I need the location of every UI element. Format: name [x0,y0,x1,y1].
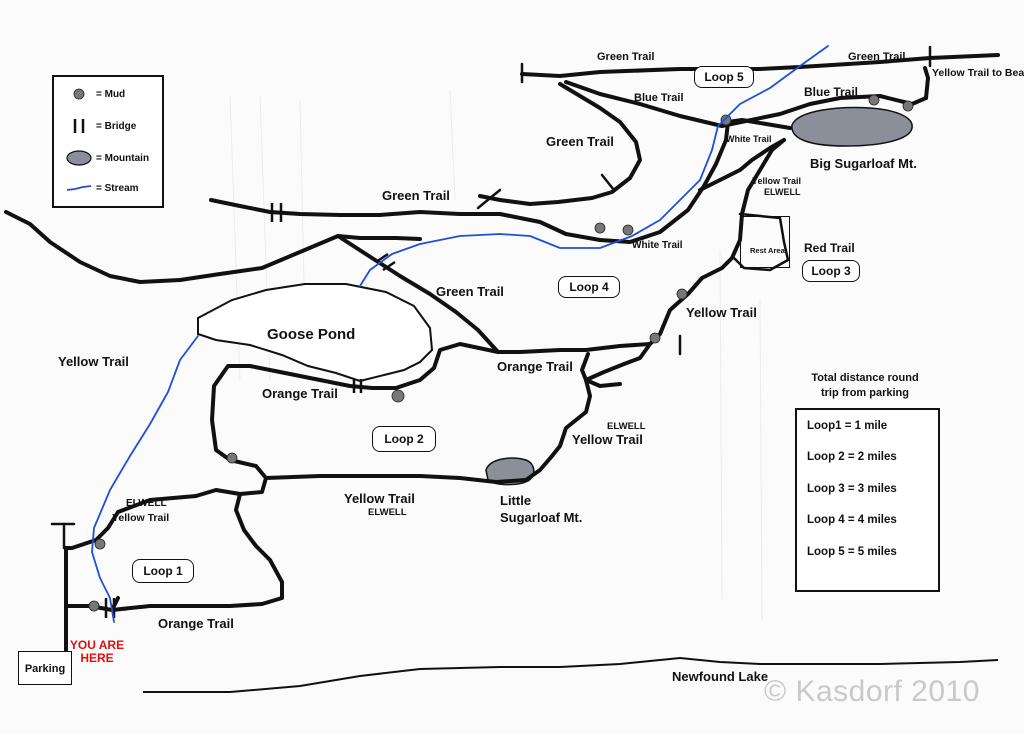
label-elwell-left: ELWELL [126,498,167,509]
label-orange-trail-left: Orange Trail [262,386,338,401]
label-little-sugarloaf-2: Sugarloaf Mt. [500,510,582,525]
mud-markers [88,94,914,612]
stream-icon [64,183,94,193]
distance-title-line1: Total distance round [811,372,919,384]
label-green-trail-mid: Green Trail [546,134,614,149]
distance-item-loop1: Loop1 = 1 mile [807,420,888,432]
label-yellow-trail-left: Yellow Trail [58,354,129,369]
legend-stream: = Stream [64,179,139,197]
label-blue-trail-top: Blue Trail [634,92,684,104]
distance-item-loop2: Loop 2 = 2 miles [807,451,897,463]
label-elwell-top: ELWELL [764,187,801,197]
label-white-trail-mid: White Trail [632,240,683,251]
bridge-markers [104,203,396,618]
label-yellow-trail-elwell-top: Yellow Trail [752,176,801,186]
stream-left [91,335,199,623]
label-yellow-trail-mid: Yellow Trail [686,305,757,320]
label-yellow-trail-elwell-left: Yellow Trail [112,512,169,524]
you-are-here-line2: HERE [80,651,114,665]
label-little-sugarloaf-1: Little [500,493,531,508]
newfound-lake-shore [143,656,999,693]
map-legend: = Mud = Bridge = Mountain = Stream [52,75,164,208]
label-white-trail-top: White Trail [726,134,772,144]
loop-2-badge: Loop 2 [372,426,436,452]
legend-bridge-label: = Bridge [96,120,137,132]
distance-item-loop5: Loop 5 = 5 miles [807,546,897,558]
label-goose-pond: Goose Pond [267,326,355,343]
legend-mud: = Mud [64,85,125,103]
label-elwell-bottom: ELWELL [368,507,407,518]
legend-mountain: = Mountain [64,149,149,167]
label-blue-trail-right: Blue Trail [804,85,858,99]
legend-mountain-label: = Mountain [96,152,150,164]
label-yellow-trail-bear: Yellow Trail to Bear Mt. [932,67,1024,79]
big-sugarloaf-mountain [791,106,913,147]
you-are-here-line1: YOU ARE [69,638,125,652]
loop-5-badge: Loop 5 [694,66,754,88]
label-orange-trail-bottom: Orange Trail [158,616,234,631]
distance-title: Total distance round trip from parking [785,371,945,401]
label-orange-trail-center: Orange Trail [497,359,573,374]
goose-pond [197,283,434,383]
label-green-trail-top-left: Green Trail [597,51,654,63]
rest-area-box [740,216,790,268]
label-big-sugarloaf: Big Sugarloaf Mt. [810,156,917,171]
legend-bridge: = Bridge [64,117,136,135]
loop-1-badge: Loop 1 [132,559,194,583]
stream [359,45,829,287]
label-yellow-trail-elwell-mid: Yellow Trail [572,432,643,447]
bridge-icon [64,118,94,134]
trails [4,45,1000,652]
loop-4-badge: Loop 4 [558,276,620,298]
little-sugarloaf-mountain [485,457,535,486]
distance-title-line2: trip from parking [820,387,909,399]
distance-table: Loop1 = 1 mile Loop 2 = 2 miles Loop 3 =… [795,408,940,592]
mud-icon [64,87,94,101]
mountain-icon [64,150,94,166]
distance-item-loop4: Loop 4 = 4 miles [807,514,897,526]
distance-item-loop3: Loop 3 = 3 miles [807,483,897,495]
label-red-trail: Red Trail [804,241,855,255]
label-elwell-mid: ELWELL [607,421,646,432]
label-yellow-trail-bottom: Yellow Trail [344,491,415,506]
loop-3-badge: Loop 3 [802,260,860,282]
label-green-trail-top-right: Green Trail [848,51,905,63]
legend-mud-label: = Mud [96,88,126,100]
label-green-trail-center: Green Trail [436,284,504,299]
label-green-trail-left: Green Trail [382,188,450,203]
you-are-here-marker: YOU ARE HERE [60,639,134,665]
label-newfound-lake: Newfound Lake [672,669,768,684]
legend-stream-label: = Stream [96,182,139,194]
copyright-watermark: © Kasdorf 2010 [764,675,980,708]
trail-labels: Green Trail Green Trail Blue Trail Blue … [58,51,1024,684]
parking-box: Parking [18,651,72,685]
label-rest-area: Rest Area [750,246,786,255]
